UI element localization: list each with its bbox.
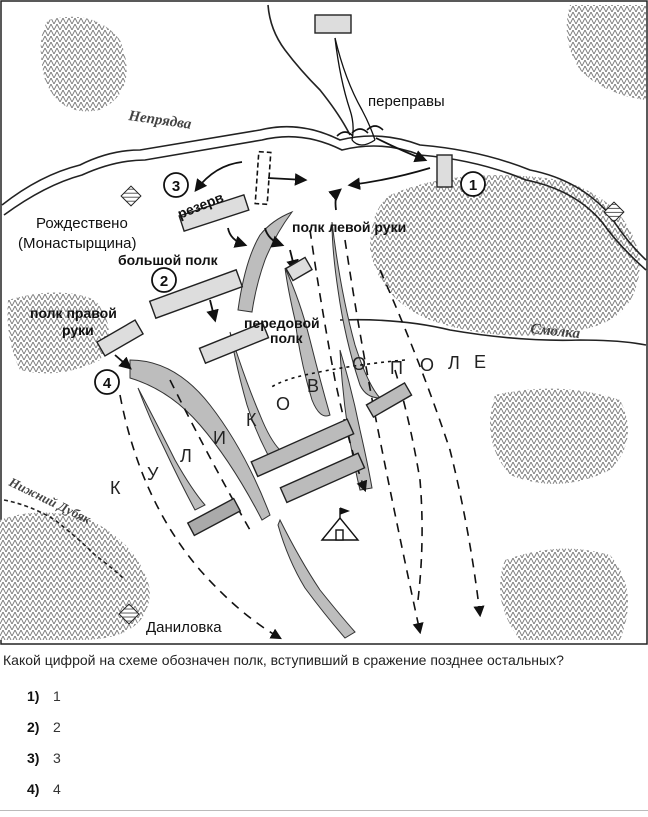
answer-option-2[interactable]: 2) 2 <box>0 711 648 742</box>
field-letter: Л <box>448 353 462 373</box>
crossings-label: переправы <box>368 93 445 110</box>
field-letter: Л <box>180 446 194 466</box>
crossing-roads <box>334 37 376 146</box>
answer-number: 4) <box>27 780 40 797</box>
kulikovo-field-label: К У Л И К О В О П О Л Е <box>110 352 488 498</box>
answer-number: 2) <box>27 718 40 735</box>
solid-arrows <box>114 137 431 370</box>
answer-text: 4 <box>53 780 61 797</box>
rivers <box>1 4 647 581</box>
field-letter: О <box>420 355 436 375</box>
river-smolka-label: Смолка <box>530 321 582 342</box>
right-hand-regiment-label-1: полк правой <box>30 305 117 321</box>
big-regiment-label: большой полк <box>118 252 219 268</box>
village-rozhdestveno-label: Рождествено <box>36 215 128 232</box>
village-rozhdestveno-alt-label: (Монастырщина) <box>18 235 136 252</box>
bottom-divider <box>0 810 648 811</box>
field-letter: У <box>147 464 160 484</box>
answer-text: 2 <box>53 718 61 735</box>
marker-3: 3 <box>163 172 189 198</box>
field-letter: И <box>213 428 228 448</box>
field-letter: П <box>390 358 405 378</box>
village-danilovka-label: Даниловка <box>146 619 222 636</box>
field-letter: О <box>352 354 368 374</box>
field-letter: Е <box>474 352 488 372</box>
answer-option-1[interactable]: 1) 1 <box>0 680 648 711</box>
field-letter: О <box>276 394 292 414</box>
marker-2: 2 <box>151 267 177 293</box>
answer-number: 1) <box>27 687 40 704</box>
marker-1-label: 1 <box>469 177 477 194</box>
field-letter: В <box>307 376 321 396</box>
advance-regiment-label-1: передовой <box>244 315 320 331</box>
attack-wedges <box>129 210 382 639</box>
answer-list: 1) 1 2) 2 3) 3 4) 4 <box>0 680 648 804</box>
tent-icon <box>320 507 360 541</box>
church-icon <box>120 185 142 207</box>
marker-4-label: 4 <box>103 375 112 392</box>
left-hand-regiment-label: полк левой руки <box>292 219 406 235</box>
marker-3-label: 3 <box>172 178 180 195</box>
answer-text: 3 <box>53 749 61 766</box>
marker-1: 1 <box>460 171 486 197</box>
field-letter: К <box>246 410 259 430</box>
field-letter: К <box>110 478 123 498</box>
answer-number: 3) <box>27 749 40 766</box>
question-text: Какой цифрой на схеме обозначен полк, вс… <box>3 652 564 668</box>
advance-regiment-label-2: полк <box>270 330 304 346</box>
church-icon <box>603 201 625 223</box>
answer-option-3[interactable]: 3) 3 <box>0 742 648 773</box>
reserve-hidden-position <box>254 150 272 206</box>
right-hand-regiment-label-2: руки <box>62 322 94 338</box>
marker-4: 4 <box>94 369 120 395</box>
answer-text: 1 <box>53 687 61 704</box>
regiment-blocks <box>95 14 453 537</box>
answer-option-4[interactable]: 4) 4 <box>0 773 648 804</box>
marker-2-label: 2 <box>160 273 168 290</box>
church-icon <box>118 603 140 625</box>
forest-areas <box>0 5 646 640</box>
kulikovo-battle-map: Непрядва Смолка Нижний Дубяк переправы Р… <box>0 0 648 645</box>
